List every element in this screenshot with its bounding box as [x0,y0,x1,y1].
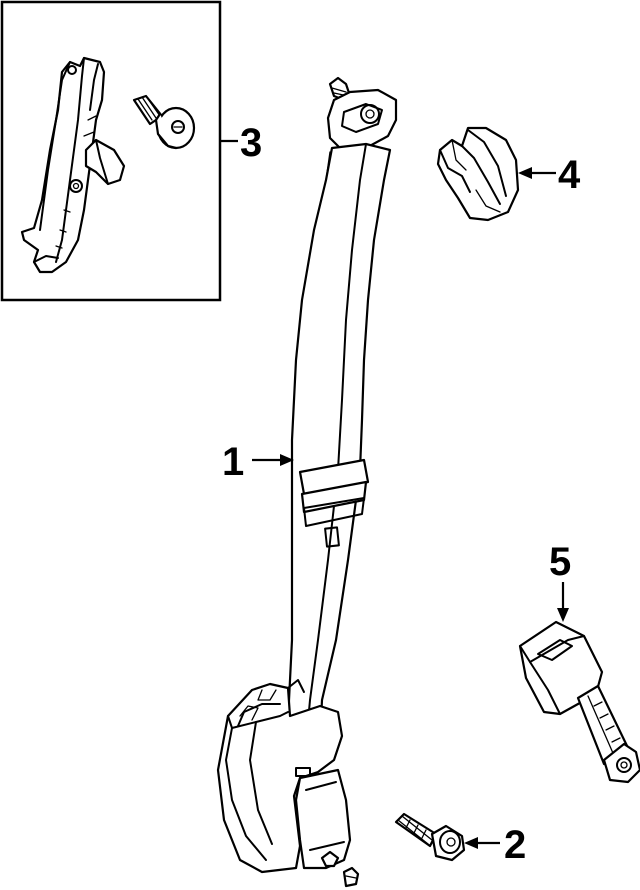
callout-3: 3 [220,121,262,165]
seat-belt-buckle [518,620,640,784]
belt-guide [436,126,520,222]
seat-belt-assembly [216,76,398,888]
callout-number-3: 3 [240,121,262,165]
height-adjuster-inset [0,0,222,302]
callout-2: 2 [464,823,526,867]
latch-plate [298,458,370,496]
callout-4: 4 [518,153,581,197]
retractor-bolt [394,812,466,862]
adjuster-bolt [132,94,196,150]
upper-anchor-plate [326,88,398,154]
callout-number-4: 4 [558,153,581,197]
callout-number-2: 2 [504,823,526,867]
callout-1: 1 [222,440,294,484]
arrowhead-2 [464,837,478,849]
arrowhead-1 [280,454,294,466]
callout-number-5: 5 [549,540,571,584]
arrowhead-5 [557,608,569,622]
arrowhead-4 [518,167,532,179]
height-adjuster-rail [20,56,126,274]
callout-number-1: 1 [222,440,244,484]
retractor [216,679,360,888]
callout-5: 5 [549,540,571,622]
